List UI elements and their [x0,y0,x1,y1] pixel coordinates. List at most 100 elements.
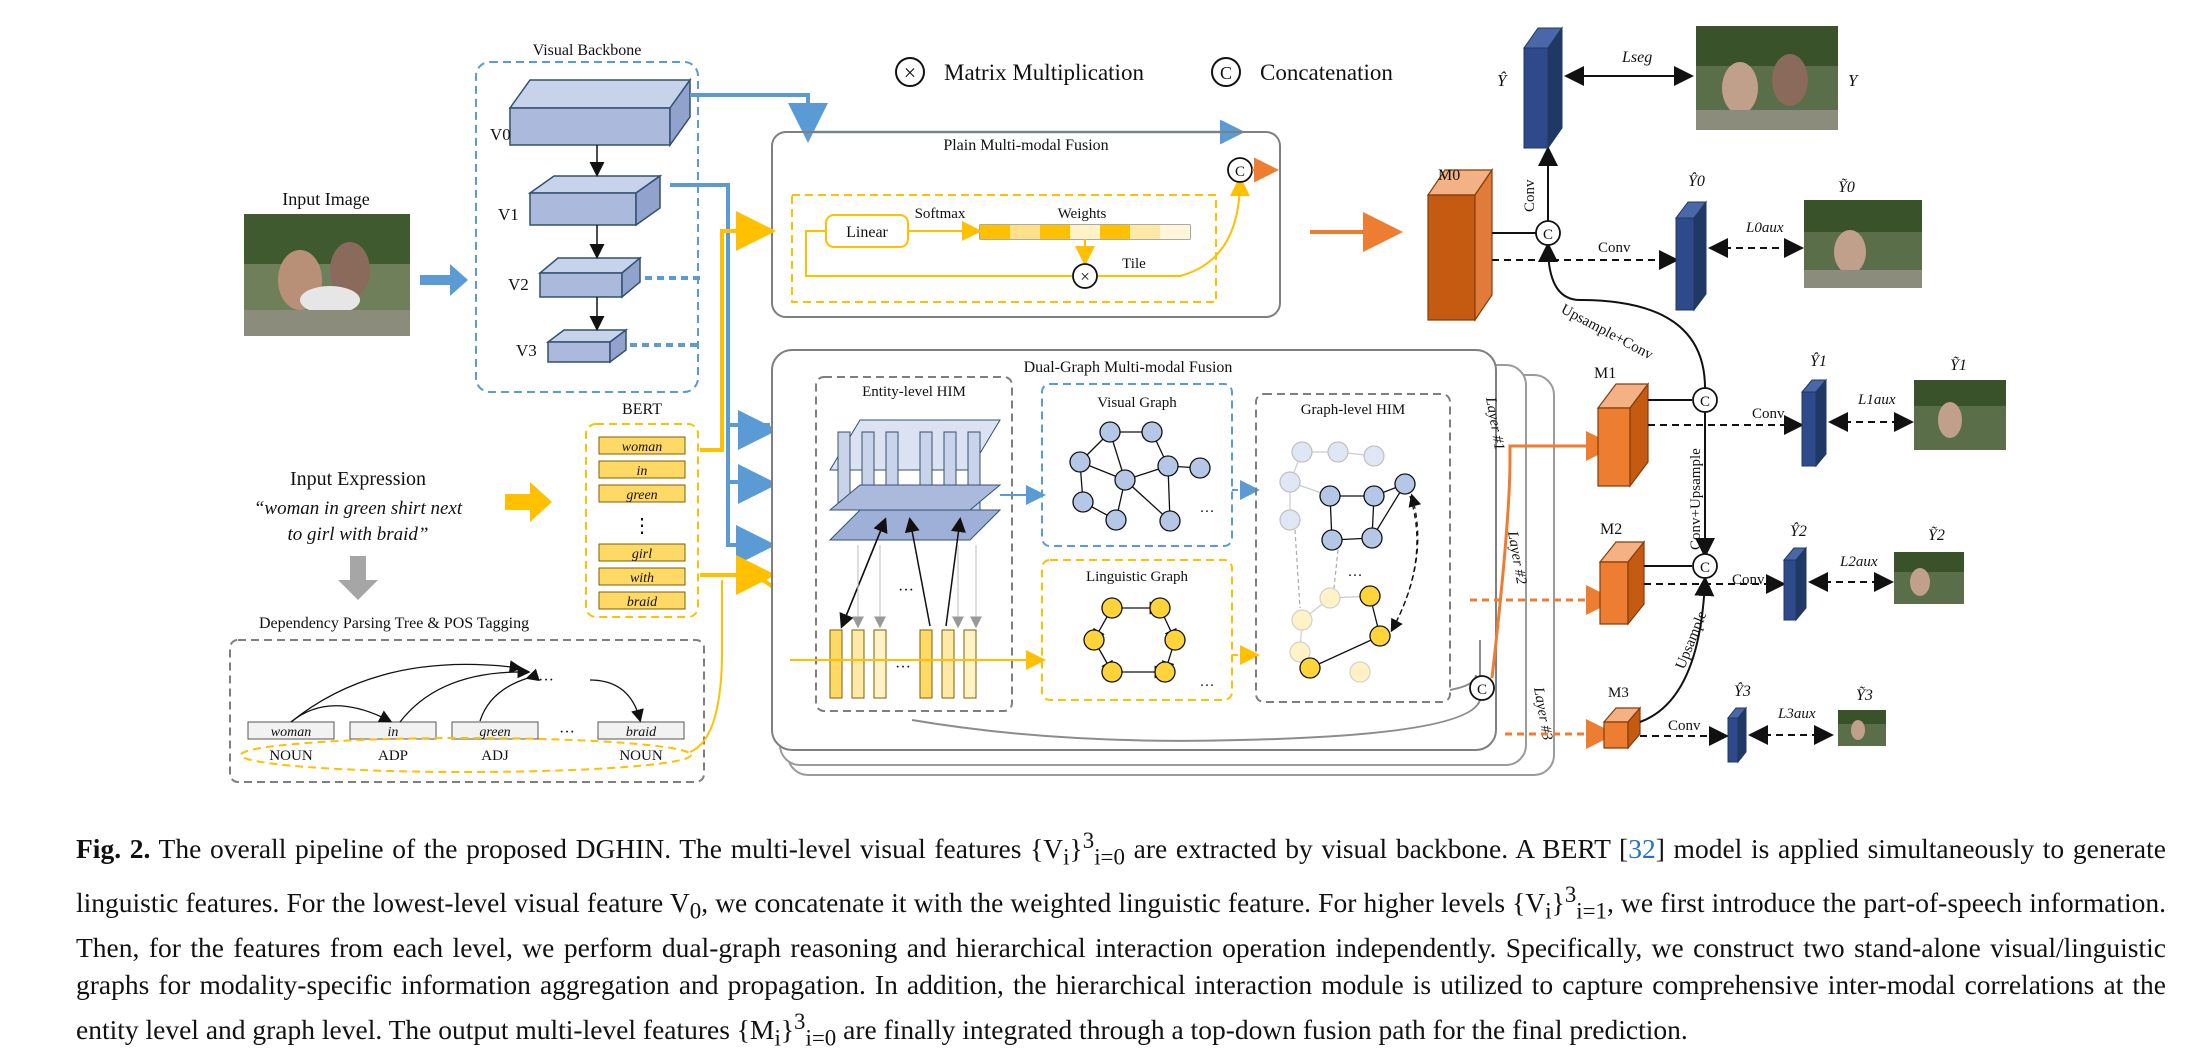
plain-concat-symbol: C [1235,164,1245,180]
visual-backbone-box [475,61,699,393]
v3-label: V3 [516,341,537,360]
bert-token-woman: woman [622,440,662,455]
bert-box [585,423,699,618]
yhat-label: Ŷ [1497,71,1508,90]
dual-graph-title: Dual-Graph Multi-modal Fusion [1024,359,1233,376]
pos-to-fusion-line [689,580,723,753]
pos-adp: ADP [378,748,408,764]
multiply-node-symbol: × [1080,267,1090,286]
caption-part5: , we first introduce the part-of-speech … [76,886,2166,1046]
ghim-visual-nodes [1319,473,1416,551]
yhat-block [1523,26,1563,150]
conv-label-up: Conv [1522,179,1538,212]
expression-to-bert-arrow [505,482,552,522]
entity-him-box [815,376,1013,712]
conv-label-2: Conv [1732,572,1765,588]
input-expression-line1: “woman in green shirt next [254,498,463,519]
caption-part6: are finally integrated through a top-dow… [836,1014,1688,1046]
entity-ellipsis: ··· [898,582,914,599]
caption-part3: ] model is applied simultaneously to gen… [76,833,2166,918]
l2aux-label: L2aux [1839,554,1878,570]
m1-label: M1 [1594,365,1616,382]
entity-faint-arrows [852,545,982,629]
dep-word-braid: braid [626,725,657,740]
dep-word-in: in [388,725,399,740]
concat-symbol: C [1220,63,1232,83]
conv-label-1: Conv [1752,406,1785,422]
ghim-faint-ling-nodes [1289,587,1371,683]
ghim-faint-visual-nodes [1279,441,1385,531]
caption-part5b: } [780,1014,795,1046]
plain-fusion-flow [805,176,1250,277]
dual-concat-node [1469,675,1495,701]
c2-node [1692,553,1718,579]
m3-label: M3 [1608,685,1629,701]
output-ytilde0-image [1804,200,1922,288]
dual-out-line [1490,431,1616,679]
c0-symbol: C [1543,227,1553,243]
linear-label: Linear [846,224,888,241]
yhat2-block [1782,546,1808,622]
ghim-faint-cross [1294,529,1339,609]
bert-tokens: woman in green ⋮ girl with braid [598,436,686,610]
tile-label: Tile [1122,256,1146,272]
yhat3-block [1726,706,1748,764]
visual-graph-ellipsis: ··· [1200,504,1215,520]
y-label: Y [1848,71,1859,90]
dependency-arcs [290,660,644,723]
entity-interaction-arrows [839,517,966,629]
yhat0-label: Ŷ0 [1688,171,1705,190]
bert-token-braid: braid [627,595,658,610]
concat-icon [1211,57,1241,87]
multiply-node [1072,263,1098,289]
multiply-icon [895,57,925,87]
dep-ellipsis: ··· [559,724,575,741]
visual-backbone-title: Visual Backbone [533,42,642,59]
yhat0-block [1675,200,1707,312]
ghim-cross-arrows [1390,493,1422,633]
pos-highlight [240,737,692,773]
ghim-ellipsis: ··· [1348,568,1363,584]
linguistic-graph-ellipsis: ··· [1200,678,1215,694]
m2-label: M2 [1600,521,1622,538]
legend: × Matrix Multiplication C Concatenation [895,57,1393,87]
conv-upsample-label: Conv+Upsample [1688,448,1704,550]
dep-top-ellipsis: ··· [538,672,554,689]
m1-block [1596,382,1650,488]
caption-part2: are extracted by visual backbone. A BERT… [1124,833,1629,865]
pipeline-figure: × Matrix Multiplication C Concatenation … [229,26,2006,783]
entity-him-title: Entity-level HIM [862,384,966,400]
dependency-box [229,639,705,783]
linguistic-graph-nodes [1083,597,1186,683]
caption-part1b: } [1069,833,1083,865]
visual-feature-arrows [630,93,828,565]
input-expression-line2: to girl with braid” [288,524,429,545]
multiply-symbol: × [904,60,916,85]
m3-block [1602,706,1642,750]
legend-concat: Concatenation [1260,60,1393,85]
v1-label: V1 [498,205,519,224]
plain-fusion-title: Plain Multi-modal Fusion [943,137,1108,154]
visual-graph-box [1041,383,1233,547]
output-ytilde3-image [1838,710,1886,746]
visual-graph-nodes [1069,421,1211,532]
plain-fusion-inner-box [791,194,1217,303]
ghim-ling-nodes [1299,585,1391,679]
visual-graph-title: Visual Graph [1097,395,1177,411]
conv-label-3: Conv [1668,718,1701,734]
m0-label: M0 [1438,167,1460,184]
yhat1-block [1800,378,1828,468]
input-image-label: Input Image [282,189,369,209]
expression-to-parser-arrow [338,556,378,600]
bert-ellipsis: ⋮ [632,515,652,537]
c1-node [1692,387,1718,413]
dep-word-green: green [479,725,510,740]
caption-citation[interactable]: 32 [1628,833,1656,865]
topdown-lines [1492,146,1804,746]
legend-matrix-mult: Matrix Multiplication [944,60,1144,85]
l1aux-label: L1aux [1857,392,1896,408]
dual-concat-symbol: C [1477,682,1487,698]
lseg-label: Lseg [1621,49,1652,66]
caption-fig-label: Fig. 2. [76,833,151,865]
c2-symbol: C [1700,560,1710,576]
